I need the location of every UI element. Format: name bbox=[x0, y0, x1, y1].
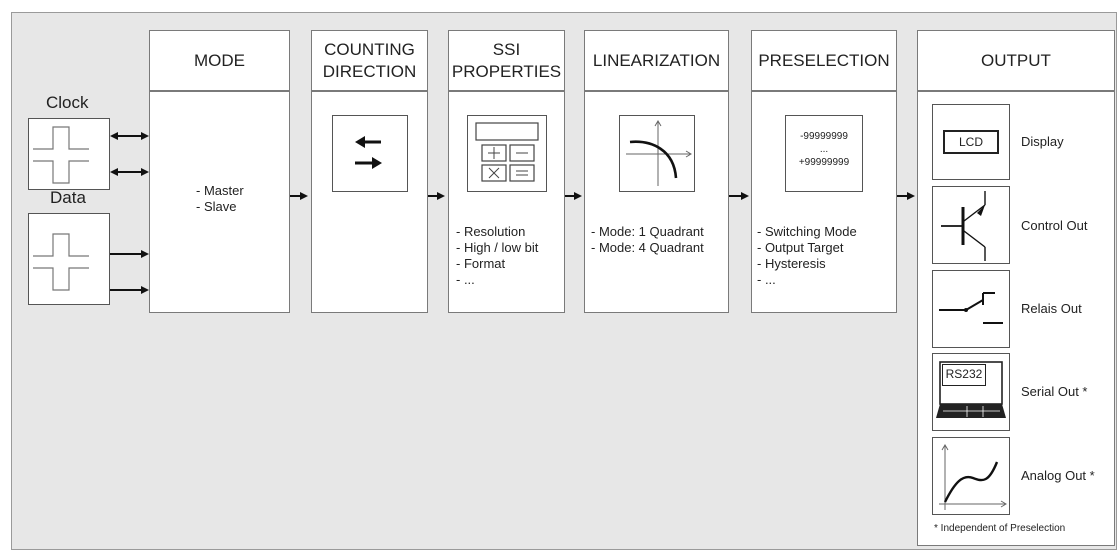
preselection-range-icon: -99999999 ... +99999999 bbox=[785, 115, 863, 192]
linearization-curve-icon bbox=[619, 115, 695, 192]
output-header-label: OUTPUT bbox=[981, 50, 1051, 70]
data-waveform-icon bbox=[33, 233, 89, 291]
transistor-icon bbox=[932, 186, 1010, 264]
output-serial-out-label: Serial Out * bbox=[1021, 384, 1088, 399]
ssi-properties-header-line2: PROPERTIES bbox=[451, 61, 562, 81]
analog-curve-icon bbox=[932, 437, 1010, 515]
ssi-item-more: - ... bbox=[456, 272, 475, 287]
counting-direction-header-line1: COUNTING bbox=[324, 39, 415, 59]
clock-label: Clock bbox=[46, 93, 89, 112]
mode-header: MODE bbox=[149, 30, 290, 91]
rs232-label: RS232 bbox=[942, 364, 986, 386]
clock-signal-box bbox=[28, 118, 110, 190]
linearization-header: LINEARIZATION bbox=[584, 30, 729, 91]
counting-direction-header-line2: DIRECTION bbox=[322, 61, 417, 81]
computer-icon: RS232 bbox=[932, 353, 1010, 431]
ssi-item-high-low-bit: - High / low bit bbox=[456, 240, 539, 255]
mode-header-label: MODE bbox=[194, 50, 245, 70]
output-display-label: Display bbox=[1021, 134, 1064, 149]
output-analog-out-label: Analog Out * bbox=[1021, 468, 1095, 483]
output-header: OUTPUT bbox=[917, 30, 1115, 91]
preselection-item-more: - ... bbox=[757, 272, 776, 287]
counting-direction-header: COUNTING DIRECTION bbox=[311, 30, 428, 91]
linearization-item-1-quadrant: - Mode: 1 Quadrant bbox=[591, 224, 704, 239]
mode-body bbox=[149, 91, 290, 313]
linearization-curve-glyph bbox=[626, 120, 692, 186]
range-ellipsis: ... bbox=[819, 144, 829, 155]
data-signal-box bbox=[28, 213, 110, 305]
ssi-item-resolution: - Resolution bbox=[456, 224, 526, 239]
calculator-icon bbox=[467, 115, 547, 192]
ssi-properties-header-line1: SSI bbox=[492, 39, 521, 59]
output-control-out-label: Control Out bbox=[1021, 218, 1088, 233]
output-relais-out-label: Relais Out bbox=[1021, 301, 1082, 316]
direction-arrows-icon bbox=[332, 115, 408, 192]
lcd-icon: LCD bbox=[932, 104, 1010, 180]
data-label: Data bbox=[50, 188, 86, 207]
output-footnote: * Independent of Preselection bbox=[934, 523, 1066, 534]
computer-glyph bbox=[936, 361, 1006, 418]
mode-item-slave: - Slave bbox=[196, 199, 237, 214]
analog-curve-glyph bbox=[939, 444, 1007, 510]
ssi-item-format: - Format bbox=[456, 256, 506, 271]
lcd-icon-label: LCD bbox=[943, 130, 999, 154]
direction-arrows-glyph bbox=[355, 136, 382, 169]
preselection-item-switching-mode: - Switching Mode bbox=[757, 224, 857, 239]
transistor-glyph bbox=[941, 191, 986, 261]
clock-waveform-icon bbox=[33, 126, 89, 184]
preselection-header: PRESELECTION bbox=[751, 30, 897, 91]
range-max: +99999999 bbox=[798, 157, 850, 168]
linearization-item-4-quadrant: - Mode: 4 Quadrant bbox=[591, 240, 704, 255]
relay-switch-glyph bbox=[939, 292, 1003, 324]
relay-switch-icon bbox=[932, 270, 1010, 348]
preselection-item-hysteresis: - Hysteresis bbox=[757, 256, 826, 271]
calculator-glyph bbox=[475, 122, 539, 182]
ssi-properties-header: SSI PROPERTIES bbox=[448, 30, 565, 91]
mode-item-master: - Master bbox=[196, 183, 244, 198]
preselection-item-output-target: - Output Target bbox=[757, 240, 844, 255]
linearization-header-label: LINEARIZATION bbox=[592, 50, 721, 70]
range-min: -99999999 bbox=[800, 131, 848, 142]
preselection-header-label: PRESELECTION bbox=[758, 50, 890, 70]
